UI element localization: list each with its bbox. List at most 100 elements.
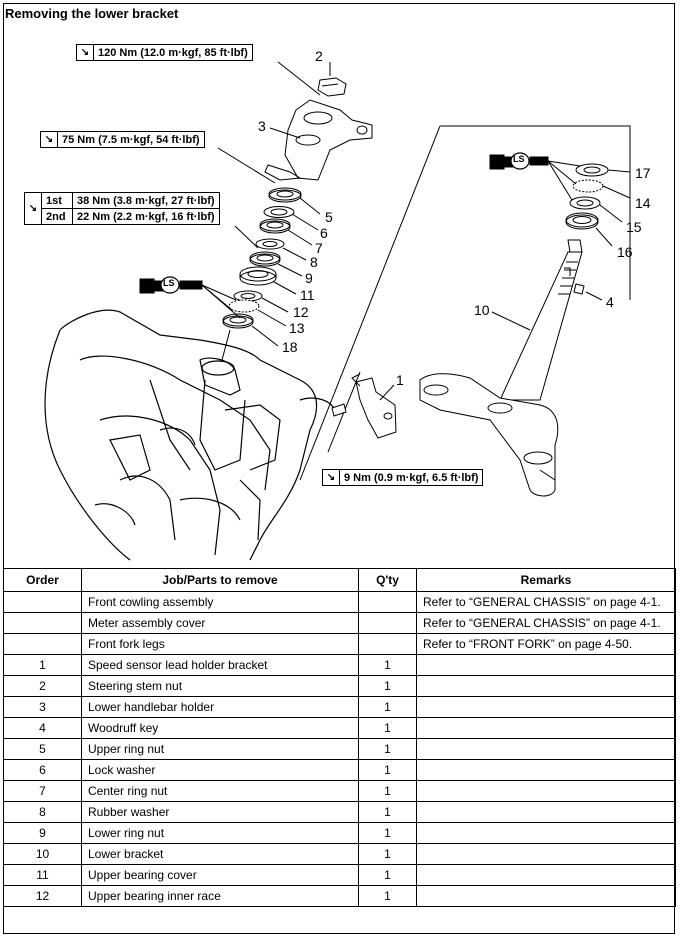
row-job: Lower handlebar holder — [81, 696, 359, 718]
table-row: Front fork legs Refer to “FRONT FORK” on … — [3, 633, 676, 655]
callout-9: 9 — [305, 270, 313, 286]
row-job: Upper bearing inner race — [81, 885, 359, 907]
part-5-ring-nut — [268, 187, 302, 203]
part-1-lead — [264, 164, 302, 181]
row-order: 12 — [3, 885, 82, 907]
row-order: 8 — [3, 801, 82, 823]
row-job: Lower ring nut — [81, 822, 359, 844]
callout-17: 17 — [635, 165, 651, 181]
part-14-bearing — [572, 179, 604, 193]
row-order: 6 — [3, 759, 82, 781]
part-7-center-ring-nut — [259, 218, 291, 234]
part-11-bearing-cover — [239, 266, 277, 286]
row-job: Front fork legs — [81, 633, 359, 655]
row-qty: 1 — [358, 696, 417, 718]
page-title: Removing the lower bracket — [5, 6, 179, 21]
row-job: Meter assembly cover — [81, 612, 359, 634]
row-remarks — [416, 675, 676, 697]
callout-3: 3 — [258, 118, 266, 134]
part-12-inner-race — [233, 290, 263, 302]
row-qty: 1 — [358, 738, 417, 760]
row-remarks — [416, 843, 676, 865]
lubricant-symbol-right — [489, 152, 581, 201]
row-remarks — [416, 864, 676, 886]
header-qty: Q'ty — [358, 568, 417, 592]
row-remarks: Refer to “FRONT FORK” on page 4-50. — [416, 633, 676, 655]
row-order: 9 — [3, 822, 82, 844]
table-header-row: Order Job/Parts to remove Q'ty Remarks — [3, 568, 676, 592]
row-remarks: Refer to “GENERAL CHASSIS” on page 4-1. — [416, 612, 676, 634]
lubricant-label-left: LS — [163, 278, 175, 288]
row-order: 1 — [3, 654, 82, 676]
row-qty — [358, 612, 417, 634]
row-remarks — [416, 780, 676, 802]
part-8-rubber-washer — [255, 238, 285, 250]
row-job: Lower bracket — [81, 843, 359, 865]
header-remarks: Remarks — [416, 568, 676, 592]
row-job: Steering stem nut — [81, 675, 359, 697]
row-job: Upper bearing cover — [81, 864, 359, 886]
row-order — [3, 633, 82, 655]
callout-18: 18 — [282, 339, 298, 355]
row-remarks — [416, 717, 676, 739]
row-qty: 1 — [358, 654, 417, 676]
row-job: Woodruff key — [81, 717, 359, 739]
header-job: Job/Parts to remove — [81, 568, 359, 592]
row-qty: 1 — [358, 675, 417, 697]
row-order: 10 — [3, 843, 82, 865]
callout-5: 5 — [325, 209, 333, 225]
row-job: Front cowling assembly — [81, 591, 359, 613]
row-qty: 1 — [358, 843, 417, 865]
part-15-race — [569, 196, 601, 210]
callout-13: 13 — [289, 320, 305, 336]
table-row: Front cowling assembly Refer to “GENERAL … — [3, 591, 676, 613]
row-qty: 1 — [358, 885, 417, 907]
exploded-view-diagram — [44, 61, 631, 561]
row-qty — [358, 633, 417, 655]
callout-16: 16 — [617, 244, 633, 260]
frame-illustration — [44, 309, 336, 561]
row-order: 2 — [3, 675, 82, 697]
row-order — [3, 612, 82, 634]
part-6-lock-washer — [263, 206, 295, 218]
callout-1: 1 — [396, 372, 404, 388]
row-remarks — [416, 696, 676, 718]
row-order: 11 — [3, 864, 82, 886]
row-remarks — [416, 759, 676, 781]
row-job: Speed sensor lead holder bracket — [81, 654, 359, 676]
row-order — [3, 591, 82, 613]
row-remarks — [416, 654, 676, 676]
row-remarks — [416, 801, 676, 823]
row-order: 4 — [3, 717, 82, 739]
callout-12: 12 — [293, 304, 309, 320]
row-qty: 1 — [358, 801, 417, 823]
torque-spec-holder-bolt: ↘ 9 Nm (0.9 m·kgf, 6.5 ft·lbf) — [322, 469, 484, 486]
torque-wrench-icon: ↘ — [40, 131, 58, 148]
part-3-holder — [284, 99, 373, 181]
part-10-steering-stem — [499, 239, 583, 401]
part-1-bracket — [331, 373, 397, 439]
torque-wrench-icon: ↘ — [322, 469, 340, 486]
row-order: 3 — [3, 696, 82, 718]
row-remarks: Refer to “GENERAL CHASSIS” on page 4-1. — [416, 591, 676, 613]
page-frame — [3, 3, 675, 934]
part-13-bearing — [228, 299, 260, 313]
row-qty — [358, 591, 417, 613]
callout-15: 15 — [626, 219, 642, 235]
torque-wrench-icon: ↘ — [25, 193, 42, 224]
row-qty: 1 — [358, 780, 417, 802]
callout-4: 4 — [606, 294, 614, 310]
header-order: Order — [3, 568, 82, 592]
callout-8: 8 — [310, 254, 318, 270]
row-remarks — [416, 738, 676, 760]
row-order: 5 — [3, 738, 82, 760]
row-remarks — [416, 822, 676, 844]
